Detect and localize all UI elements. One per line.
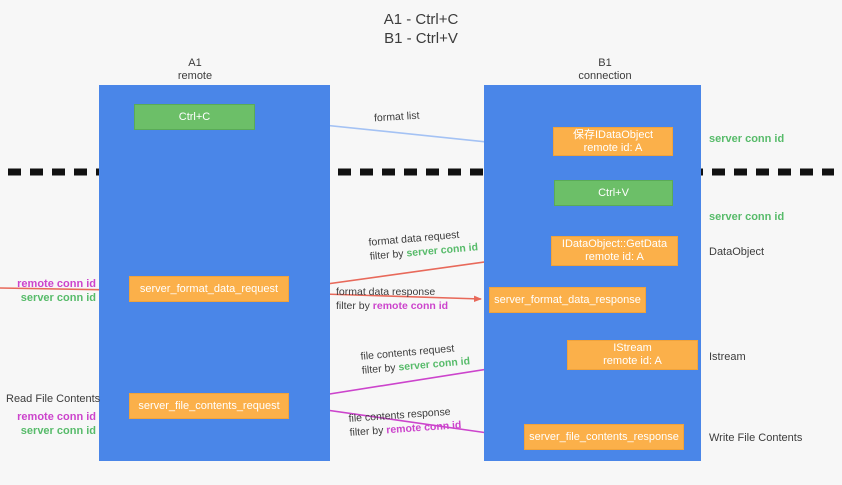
node-istream[interactable]: IStream remote id: A: [567, 340, 698, 370]
side-label-istream: Istream: [709, 351, 746, 363]
lane-header-b1: B1 connection: [540, 57, 670, 83]
node-server-format-data-request[interactable]: server_format_data_request: [129, 276, 289, 302]
node-server-format-data-request-label: server_format_data_request: [139, 282, 279, 295]
edge-format-data-request-filter-prefix: filter by: [369, 247, 407, 263]
edge-format-list-line1: format list: [373, 109, 420, 125]
left-remote-conn-id-1: remote conn id: [17, 278, 96, 290]
node-idataobject-line1: 保存IDataObject: [572, 128, 654, 141]
node-istream-line2: remote id: A: [603, 355, 662, 367]
node-istream-line1: IStream: [613, 342, 652, 354]
edge-label-format-list: format list: [374, 109, 420, 126]
node-getdata[interactable]: IDataObject::GetData remote id: A: [551, 236, 678, 266]
node-ctrl-v[interactable]: Ctrl+V: [554, 180, 673, 206]
left-label-conn-ids-top: remote conn id server conn id: [8, 277, 96, 305]
node-server-file-contents-request[interactable]: server_file_contents_request: [129, 393, 289, 419]
node-ctrl-v-label: Ctrl+V: [598, 186, 629, 199]
lane-header-a1: A1 remote: [130, 57, 260, 83]
left-server-conn-id-2: server conn id: [20, 425, 96, 437]
node-getdata-line2: remote id: A: [585, 251, 644, 263]
node-idataobject[interactable]: 保存IDataObject remote id: A: [553, 127, 673, 156]
lane-a1-name: A1: [188, 57, 202, 69]
edge-label-format-data-response: format data response filter by remote co…: [336, 285, 448, 313]
node-server-file-contents-response-label: server_file_contents_response: [529, 430, 679, 443]
lane-b1-name: B1: [598, 57, 612, 69]
title-line-1: A1 - Ctrl+C: [383, 11, 459, 28]
side-label-dataobject: DataObject: [709, 246, 765, 258]
edge-format-data-response-line1: format data response: [336, 286, 436, 298]
lane-b1-role: connection: [578, 70, 632, 82]
node-server-file-contents-response[interactable]: server_file_contents_response: [524, 424, 684, 450]
side-label-write-file-contents: Write File Contents: [709, 432, 803, 444]
edge-format-data-response-filter-value: remote conn id: [372, 300, 449, 312]
left-server-conn-id-1: server conn id: [20, 292, 96, 304]
node-ctrl-c-label: Ctrl+C: [178, 110, 211, 123]
node-idataobject-line2: remote id: A: [583, 141, 643, 154]
lane-a1-role: remote: [177, 70, 213, 82]
node-ctrl-c[interactable]: Ctrl+C: [134, 104, 255, 130]
side-label-server-conn-id-mid: server conn id: [709, 211, 785, 223]
left-label-conn-ids-bottom: remote conn id server conn id: [8, 410, 96, 438]
node-getdata-line1: IDataObject::GetData: [561, 238, 668, 250]
left-remote-conn-id-2: remote conn id: [17, 411, 96, 423]
edge-file-contents-request-filter-prefix: filter by: [361, 361, 399, 377]
node-server-format-data-response[interactable]: server_format_data_response: [489, 287, 646, 313]
edge-format-data-response-filter-prefix: filter by: [336, 300, 373, 312]
node-server-format-data-response-label: server_format_data_response: [494, 293, 641, 306]
node-server-file-contents-request-label: server_file_contents_request: [138, 399, 280, 412]
side-label-server-conn-id-top: server conn id: [709, 133, 785, 145]
page-title: A1 - Ctrl+C B1 - Ctrl+V: [0, 10, 842, 48]
title-line-2: B1 - Ctrl+V: [384, 30, 458, 47]
edge-file-contents-response-filter-prefix: filter by: [349, 424, 387, 439]
left-label-read-file-contents: Read File Contents: [6, 393, 101, 405]
